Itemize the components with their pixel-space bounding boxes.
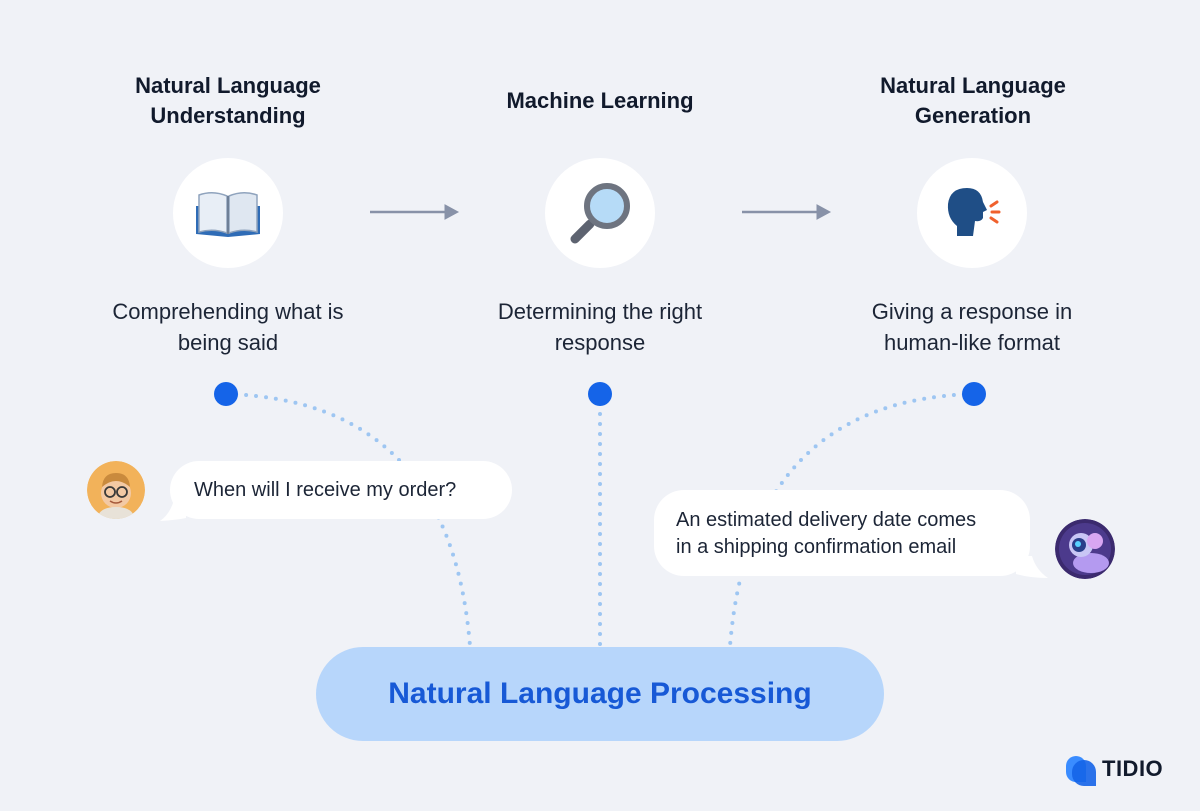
brand-name: TIDIO (1102, 756, 1164, 781)
arrow-right-icon (370, 204, 460, 220)
stage-icon-circle-nlg (917, 158, 1027, 268)
stage-title-nlg: Natural Language Generation (880, 73, 1066, 128)
open-book-icon (196, 192, 260, 237)
nlp-center-label: Natural Language Processing (388, 677, 812, 710)
stage-description-nlu: Comprehending what is being said (112, 299, 344, 355)
brand-logo: TIDIO (1062, 752, 1163, 786)
stage-description-ml: Determining the right response (497, 299, 703, 355)
connector-dot-nlg (962, 382, 986, 406)
stage-title-nlu: Natural Language Understanding (135, 73, 321, 128)
connector-right (728, 392, 976, 648)
connector-dot-ml (588, 382, 612, 406)
arrow-right-icon (742, 204, 832, 220)
stage-icon-circle-nlu (173, 158, 283, 268)
speaking-head-icon (947, 188, 1001, 236)
user-avatar (87, 461, 145, 519)
stage-description-nlg: Giving a response in human-like format (871, 299, 1073, 355)
stage-icon-circle-ml (545, 158, 655, 268)
connector-dot-nlu (214, 382, 238, 406)
bot-message-bubble: An estimated delivery date comes in a sh… (654, 490, 1030, 576)
bot-avatar (1055, 519, 1115, 579)
bot-message-line-1: An estimated delivery date comes (676, 509, 977, 531)
magnifying-glass-icon (570, 183, 630, 244)
tidio-logo-icon (1066, 756, 1096, 786)
stage-title-ml: Machine Learning (506, 88, 694, 113)
connector-left (224, 392, 472, 648)
user-message-bubble: When will I receive my order? (170, 461, 512, 519)
nlp-center-pill: Natural Language Processing (316, 647, 884, 741)
bot-message-line-2: in a shipping confirmation email (676, 536, 957, 558)
user-message-text: When will I receive my order? (194, 479, 457, 501)
